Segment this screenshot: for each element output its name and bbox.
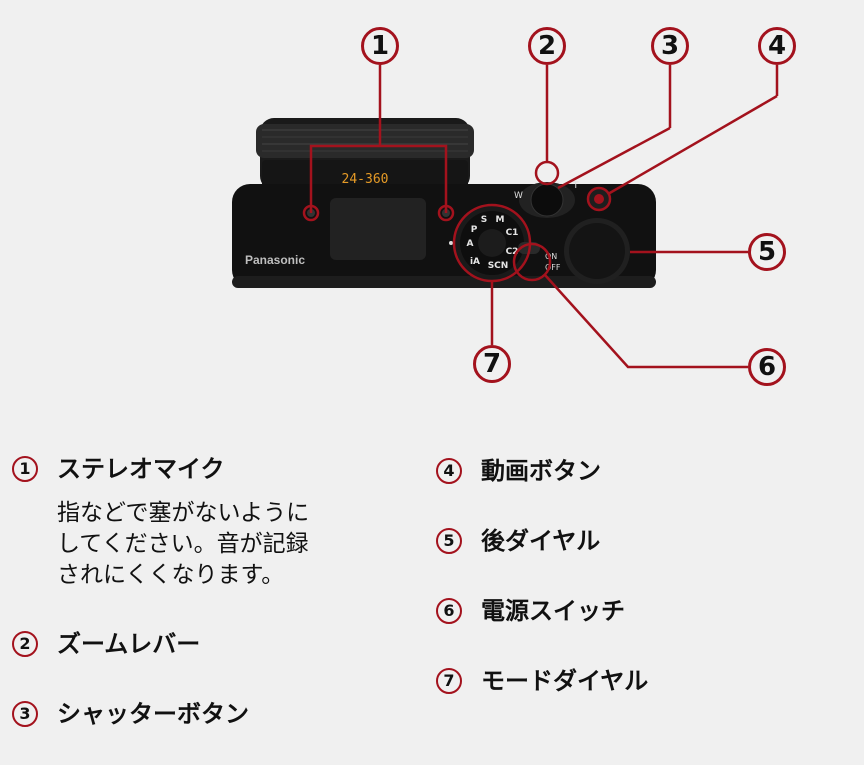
legend-num-5: 5	[436, 528, 462, 554]
lens-marking: 24-360	[342, 172, 389, 187]
shutter-button	[530, 183, 564, 217]
callout-5: 5	[748, 233, 786, 271]
legend-num-7: 7	[436, 668, 462, 694]
mode-mark-c2: C2	[506, 247, 519, 257]
callout-2: 2	[528, 27, 566, 65]
mode-mark-c1: C1	[506, 228, 519, 238]
zoom-t-label: T	[572, 181, 579, 191]
zoom-w-label: W	[514, 191, 523, 201]
legend-label-6: 電源スイッチ	[481, 597, 625, 625]
legend-num-2: 2	[12, 631, 38, 657]
camera-diagram: 24-360 Panasonic S M C1 C2 SCN P A iA ON…	[232, 65, 779, 369]
legend-label-1: ステレオマイク	[57, 455, 225, 483]
legend-num-4: 4	[436, 458, 462, 484]
mode-dial	[454, 205, 530, 281]
legend-desc-line-2: してください。音が記録	[57, 531, 309, 557]
callout-lines	[302, 65, 779, 369]
mode-mark-m: M	[496, 215, 505, 225]
switch-off-label: OFF	[545, 263, 561, 272]
legend-label-7: モードダイヤル	[481, 667, 649, 695]
legend-num-6: 6	[436, 598, 462, 624]
legend-desc-line-3: されにくくなります。	[57, 562, 285, 588]
flash-window	[330, 198, 426, 260]
callout-3: 3	[651, 27, 689, 65]
mode-mark-p: P	[471, 225, 478, 235]
mode-mark-s: S	[481, 215, 487, 225]
legend-desc-line-1: 指などで塞がないように	[57, 500, 310, 526]
mode-mark-ia: iA	[470, 257, 480, 267]
legend-label-4: 動画ボタン	[481, 457, 601, 485]
legend-num-3: 3	[12, 701, 38, 727]
lens	[256, 118, 474, 190]
mode-mark-a: A	[467, 239, 474, 249]
legend-desc-1: 指などで塞がないように してください。音が記録 されにくくなります。	[57, 498, 357, 591]
callout-7: 7	[473, 345, 511, 383]
callout-4: 4	[758, 27, 796, 65]
rear-dial	[564, 218, 630, 284]
legend-num-1: 1	[12, 456, 38, 482]
callout-1: 1	[361, 27, 399, 65]
brand-logo: Panasonic	[245, 253, 305, 267]
switch-on-label: ON	[545, 252, 557, 261]
legend-label-3: シャッターボタン	[57, 700, 249, 728]
legend-label-5: 後ダイヤル	[481, 527, 601, 555]
legend-label-2: ズームレバー	[57, 630, 201, 658]
callout-6: 6	[748, 348, 786, 386]
mode-mark-scn: SCN	[488, 261, 509, 271]
